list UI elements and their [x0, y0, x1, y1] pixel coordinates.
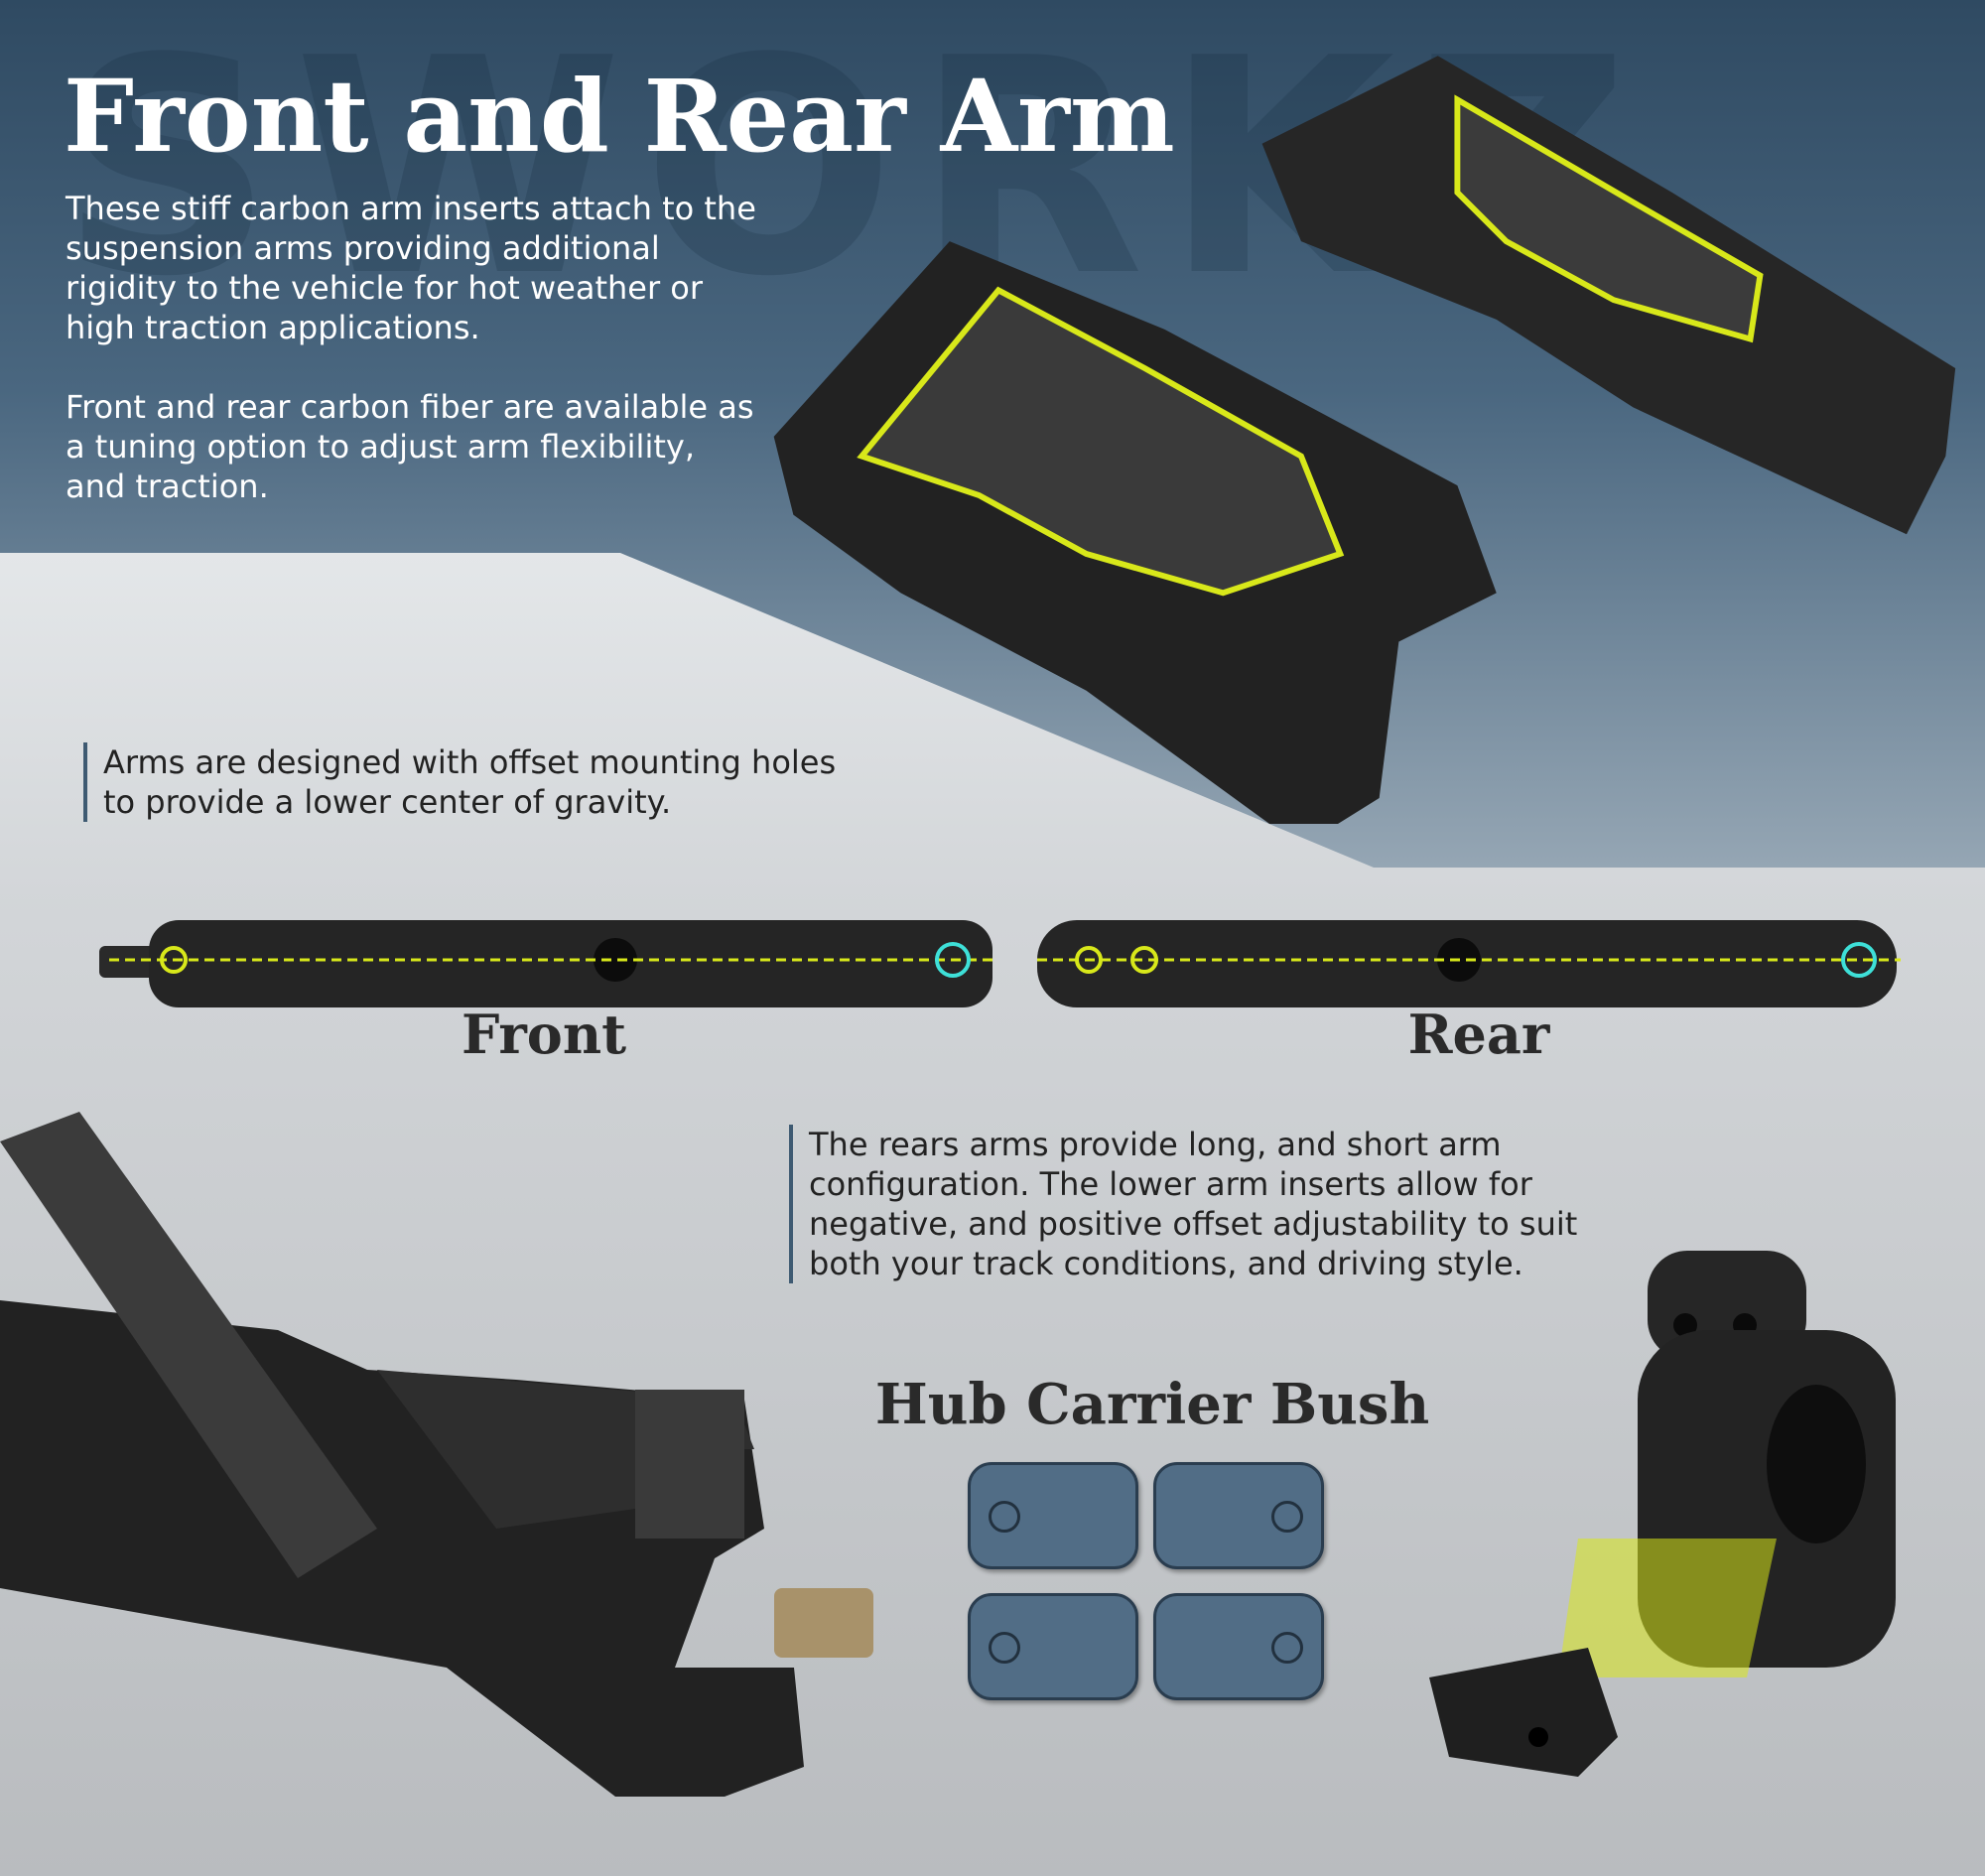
intro-paragraph-1: These stiff carbon arm inserts attach to…	[66, 190, 756, 346]
intro-paragraph-2: Front and rear carbon fiber are availabl…	[66, 388, 754, 505]
rear-arm-3d	[1261, 56, 1956, 535]
hub-carrier-image	[1429, 1251, 1896, 1777]
bush-hole	[989, 1632, 1020, 1664]
carbon-arm-inserts-image	[773, 56, 1956, 824]
bush-hole	[1271, 1501, 1303, 1533]
rear-arm-label: Rear	[1407, 1003, 1550, 1066]
rear-arm-profile	[1037, 920, 1901, 1007]
front-arm-profile	[99, 920, 992, 1007]
front-arm-3d	[773, 241, 1497, 824]
offset-holes-callout: Arms are designed with offset mounting h…	[83, 742, 877, 822]
bush-insert-2	[1153, 1462, 1324, 1569]
rear-arms-callout: The rears arms provide long, and short a…	[789, 1125, 1603, 1283]
bush-hole	[989, 1501, 1020, 1533]
suspension-assembly-image	[0, 1112, 873, 1797]
hub-carrier-bush-title: Hub Carrier Bush	[874, 1372, 1430, 1437]
front-arm-label: Front	[461, 1003, 627, 1066]
bush-hole	[1271, 1632, 1303, 1664]
page-title: Front and Rear Arm	[64, 58, 1175, 175]
bush-insert-3	[968, 1593, 1138, 1700]
bush-insert-1	[968, 1462, 1138, 1569]
bush-insert-4	[1153, 1593, 1324, 1700]
